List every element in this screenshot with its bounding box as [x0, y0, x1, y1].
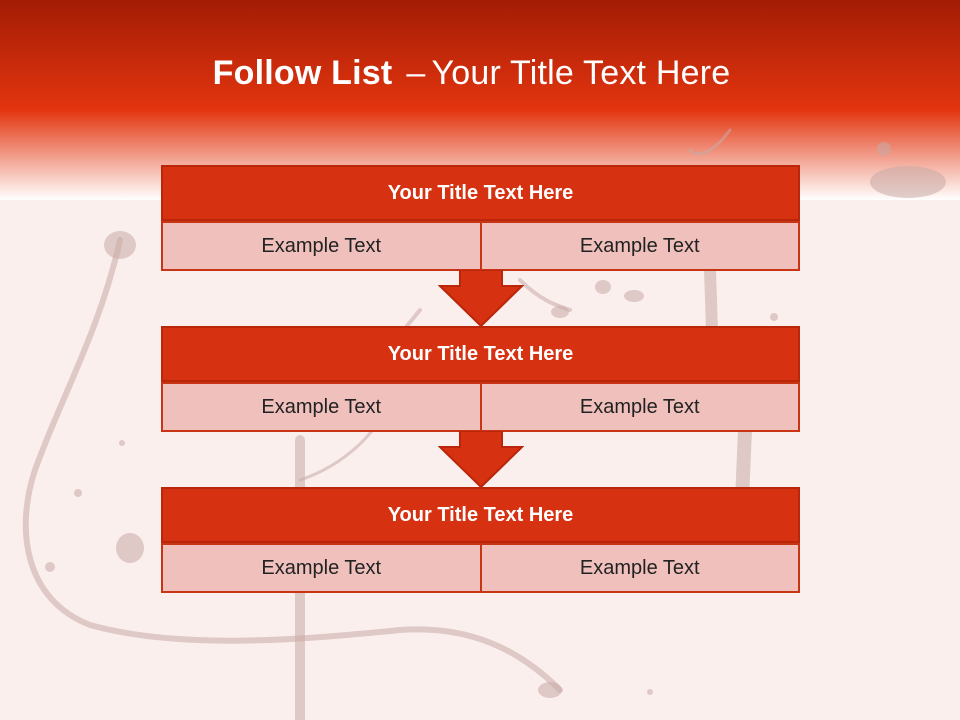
step-cell-right: Example Text: [481, 543, 800, 593]
step-block-3: Your Title Text Here Example Text Exampl…: [161, 487, 800, 593]
step-block-title: Your Title Text Here: [161, 165, 800, 221]
step-block-row: Example Text Example Text: [161, 221, 800, 271]
step-block-title: Your Title Text Here: [161, 487, 800, 543]
step-block-1: Your Title Text Here Example Text Exampl…: [161, 165, 800, 271]
slide-title-rest: Your Title Text Here: [431, 54, 731, 92]
step-block-row: Example Text Example Text: [161, 543, 800, 593]
down-arrow-icon: [438, 431, 524, 489]
step-cell-left: Example Text: [161, 221, 482, 271]
step-cell-left: Example Text: [161, 543, 482, 593]
step-cell-right: Example Text: [481, 221, 800, 271]
step-block-2: Your Title Text Here Example Text Exampl…: [161, 326, 800, 432]
step-cell-right: Example Text: [481, 382, 800, 432]
down-arrow-icon: [438, 270, 524, 328]
step-cell-left: Example Text: [161, 382, 482, 432]
slide-title: Follow List–Your Title Text Here: [0, 54, 943, 93]
slide-title-bold: Follow List: [212, 54, 393, 92]
step-block-row: Example Text Example Text: [161, 382, 800, 432]
title-dash: –: [406, 54, 426, 92]
step-block-title: Your Title Text Here: [161, 326, 800, 382]
